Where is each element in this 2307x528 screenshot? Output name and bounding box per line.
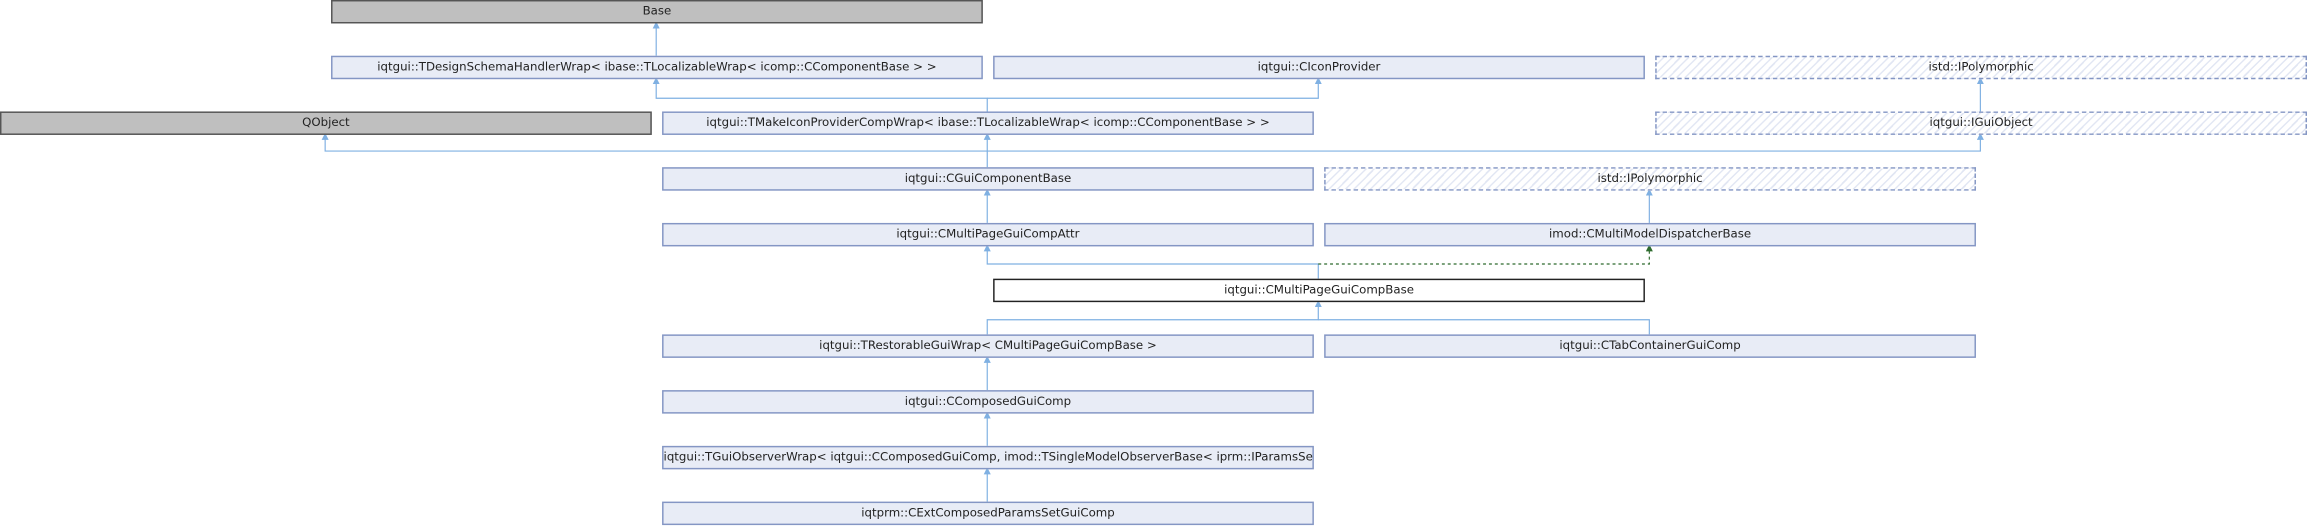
- node-cgui-component-base[interactable]: iqtgui::CGuiComponentBase: [662, 167, 1314, 191]
- node-ipolymorphic-mid[interactable]: istd::IPolymorphic: [1324, 167, 1976, 191]
- edge-cguicomp-iguiobject: [987, 132, 1984, 152]
- node-ipolymorphic-top[interactable]: istd::IPolymorphic: [1655, 55, 2307, 80]
- edge-cguicomp-qobject: [321, 132, 988, 168]
- node-tgui-observer-wrap[interactable]: iqtgui::TGuiObserverWrap< iqtgui::CCompo…: [662, 445, 1314, 470]
- node-cext-composed-params-set-gui-comp[interactable]: iqtprm::CExtComposedParamsSetGuiComp: [662, 501, 1314, 526]
- node-qobject: QObject: [0, 111, 652, 135]
- node-tdesign-schema-handler-wrap[interactable]: iqtgui::TDesignSchemaHandlerWrap< ibase:…: [331, 55, 983, 80]
- node-ccomposed-gui-comp[interactable]: iqtgui::CComposedGuiComp: [662, 390, 1314, 414]
- node-igui-object[interactable]: iqtgui::IGuiObject: [1655, 111, 2307, 135]
- edge-base-multimodel: [1318, 244, 1653, 265]
- node-trestorable-gui-wrap[interactable]: iqtgui::TRestorableGuiWrap< CMultiPageGu…: [662, 334, 1314, 358]
- node-cicon-provider[interactable]: iqtgui::CIconProvider: [993, 55, 1645, 80]
- node-cmultipage-gui-comp-base: iqtgui::CMultiPageGuiCompBase: [993, 278, 1645, 303]
- node-ctab-container-gui-comp[interactable]: iqtgui::CTabContainerGuiComp: [1324, 334, 1976, 358]
- node-cmultipage-gui-comp-attr[interactable]: iqtgui::CMultiPageGuiCompAttr: [662, 222, 1314, 247]
- edge-tmakeicon-iconprovider: [987, 77, 1322, 99]
- node-cmultimodel-dispatcher-base[interactable]: imod::CMultiModelDispatcherBase: [1324, 222, 1976, 247]
- node-base: Base: [331, 0, 983, 24]
- edge-base-attr: [983, 244, 1319, 279]
- edge-ctab-base: [1318, 319, 1650, 335]
- edge-trestorable-base: [986, 300, 1322, 335]
- edge-tmakeicon-tdesign: [652, 77, 988, 112]
- node-tmake-icon-provider-comp-wrap[interactable]: iqtgui::TMakeIconProviderCompWrap< ibase…: [662, 111, 1314, 135]
